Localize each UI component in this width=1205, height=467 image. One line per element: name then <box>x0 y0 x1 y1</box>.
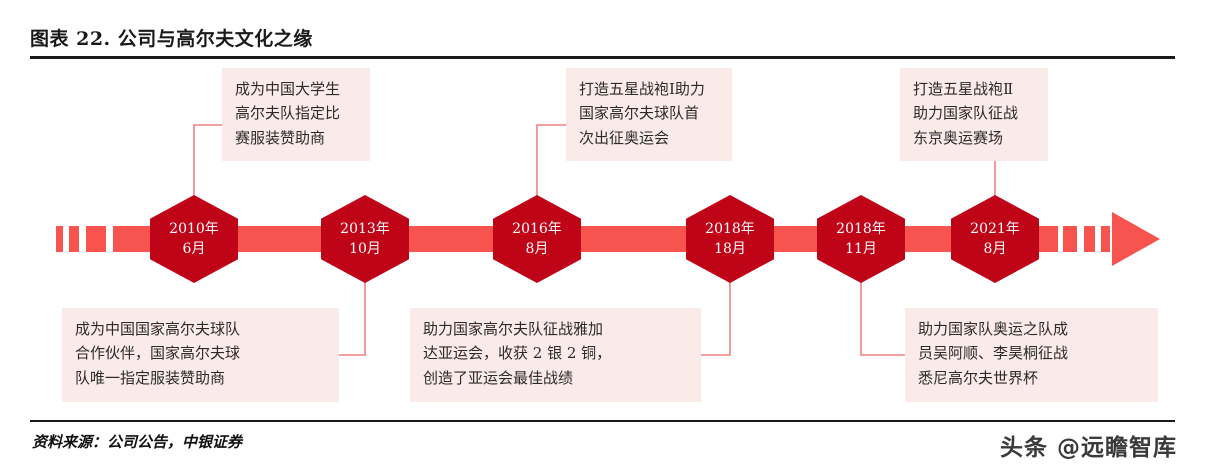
callout-top-2[interactable]: 打造五星战袍I助力 国家高尔夫球队首 次出征奥运会 <box>566 68 732 161</box>
timeline-node-1-year: 2013年 <box>340 220 390 237</box>
axis-dash-left-3 <box>86 226 106 252</box>
connector-bottom-2 <box>700 274 731 356</box>
callout-bottom-3-line-3: 悉尼高尔夫世界杯 <box>918 368 1039 387</box>
callout-top-2-line-2: 国家高尔夫球队首 <box>579 104 700 123</box>
timeline-node-4[interactable]: 2018年 11月 <box>817 195 905 283</box>
callout-bottom-2-line-2: 达亚运会，收获 2 银 2 铜， <box>423 344 612 363</box>
timeline-node-3[interactable]: 2018年 18月 <box>686 195 774 283</box>
callout-bottom-3-line-2: 员吴阿顺、李昊桐征战 <box>918 344 1069 363</box>
callout-bottom-2-line-3: 创造了亚运会最佳战绩 <box>423 368 574 387</box>
callout-bottom-1-line-1: 成为中国国家高尔夫球队 <box>75 320 241 338</box>
connector-bottom-1 <box>338 274 366 356</box>
connector-top-1 <box>193 124 222 206</box>
callout-bottom-1-line-3: 队唯一指定服装赞助商 <box>75 368 226 387</box>
callout-bottom-3-line-1: 助力国家队奥运之队成 <box>918 320 1069 338</box>
callout-top-1-line-3: 赛服装赞助商 <box>235 128 326 147</box>
timeline-node-0-year: 2010年 <box>169 220 219 237</box>
axis-dash-left-2 <box>69 226 79 252</box>
source-note: 资料来源：公司公告，中银证券 <box>32 433 243 451</box>
axis-dash-left-1 <box>56 226 63 252</box>
callout-bottom-2-line-1: 助力国家高尔夫队征战雅加 <box>423 320 604 338</box>
footer-divider-rule <box>30 420 1175 422</box>
callout-top-1[interactable]: 成为中国大学生 高尔夫队指定比 赛服装赞助商 <box>222 68 370 161</box>
timeline-node-5-year: 2021年 <box>970 220 1020 237</box>
figure-title: 图表 22. 公司与高尔夫文化之缘 <box>30 28 313 50</box>
timeline-node-0[interactable]: 2010年 6月 <box>150 195 238 283</box>
timeline-node-1[interactable]: 2013年 10月 <box>321 195 409 283</box>
callout-top-1-line-2: 高尔夫队指定比 <box>235 104 341 123</box>
axis-dash-left-4 <box>113 226 146 252</box>
title-divider-rule <box>30 56 1175 59</box>
callout-top-1-line-1: 成为中国大学生 <box>235 80 341 98</box>
callout-top-2-line-3: 次出征奥运会 <box>579 128 670 147</box>
timeline-node-4-year: 2018年 <box>836 220 886 237</box>
axis-arrowhead <box>1112 212 1160 266</box>
callout-bottom-3[interactable]: 助力国家队奥运之队成 员吴阿顺、李昊桐征战 悉尼高尔夫世界杯 <box>905 308 1158 402</box>
callout-top-3-line-1: 打造五星战袍Ⅱ <box>913 80 1014 98</box>
timeline-node-2[interactable]: 2016年 8月 <box>493 195 581 283</box>
axis-dash-right-1 <box>1063 226 1077 252</box>
timeline-node-5[interactable]: 2021年 8月 <box>951 195 1039 283</box>
callout-bottom-2[interactable]: 助力国家高尔夫队征战雅加 达亚运会，收获 2 银 2 铜， 创造了亚运会最佳战绩 <box>410 308 701 402</box>
callout-top-3[interactable]: 打造五星战袍Ⅱ 助力国家队征战 东京奥运赛场 <box>900 68 1048 161</box>
connector-bottom-3 <box>860 274 905 356</box>
axis-dash-right-3 <box>1101 226 1110 252</box>
watermark-label: 头条 @远瞻智库 <box>999 435 1177 461</box>
connector-top-2 <box>536 124 566 206</box>
timeline-node-3-year: 2018年 <box>705 220 755 237</box>
timeline-node-5-month: 8月 <box>983 241 1007 257</box>
callout-bottom-1[interactable]: 成为中国国家高尔夫球队 合作伙伴，国家高尔夫球 队唯一指定服装赞助商 <box>62 308 339 402</box>
callout-bottom-1-line-2: 合作伙伴，国家高尔夫球 <box>75 344 241 363</box>
callout-top-2-line-1: 打造五星战袍I助力 <box>579 80 705 98</box>
timeline-node-0-month: 6月 <box>182 241 206 257</box>
timeline-node-2-year: 2016年 <box>512 220 562 237</box>
callout-top-3-line-3: 东京奥运赛场 <box>913 128 1004 147</box>
timeline-node-1-month: 10月 <box>349 241 381 257</box>
axis-main-bar <box>146 226 1058 252</box>
axis-dash-right-2 <box>1084 226 1095 252</box>
timeline-node-3-month: 18月 <box>714 241 746 257</box>
timeline-node-4-month: 11月 <box>845 241 877 257</box>
callout-top-3-line-2: 助力国家队征战 <box>913 104 1019 123</box>
timeline-node-2-month: 8月 <box>525 241 549 257</box>
